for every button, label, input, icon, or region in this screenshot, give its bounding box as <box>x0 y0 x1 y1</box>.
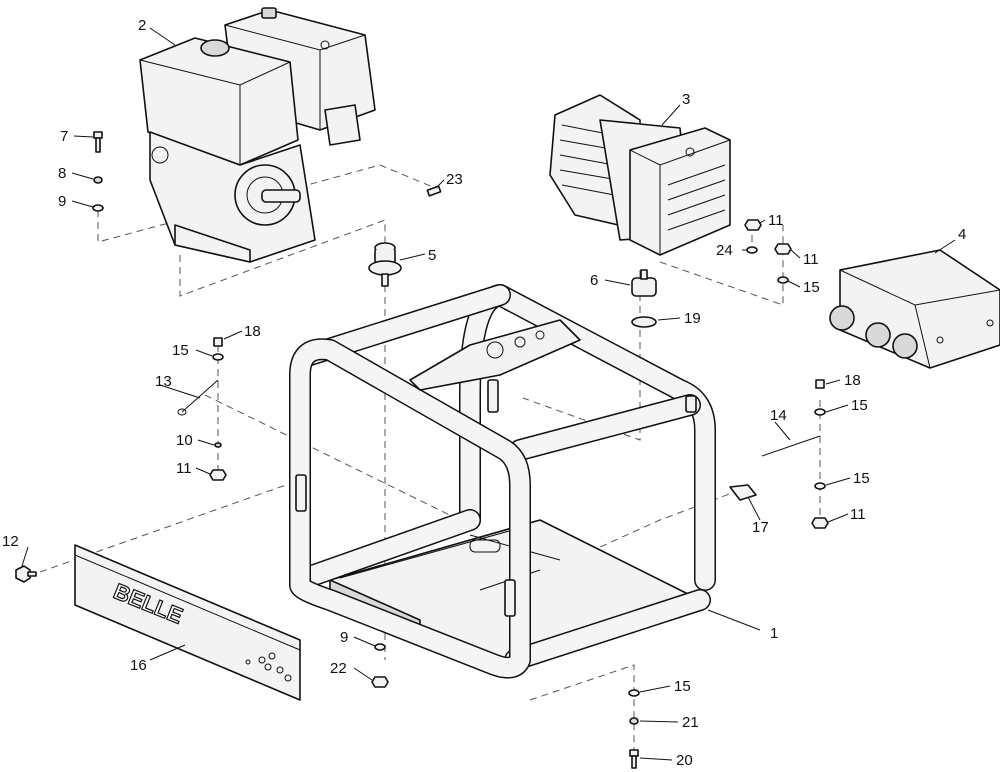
callout-18-right: 18 <box>844 372 861 389</box>
callout-11-left: 11 <box>176 460 192 477</box>
callout-12: 12 <box>2 533 19 550</box>
control-box <box>829 249 1000 369</box>
callout-9-base: 9 <box>340 629 348 646</box>
callout-leaders <box>21 27 956 761</box>
alternator <box>549 94 731 256</box>
front-panel-16: BELLE <box>74 544 301 701</box>
washer-10 <box>214 442 222 448</box>
callout-15-bottom: 15 <box>674 678 691 695</box>
callout-19: 19 <box>684 310 701 327</box>
cable-13 <box>177 379 219 416</box>
bolt-18a <box>213 337 223 347</box>
callout-21: 21 <box>682 714 699 731</box>
nut-11a <box>209 469 227 481</box>
washer-8 <box>93 176 103 184</box>
callout-15-top: 15 <box>803 279 820 296</box>
callout-14: 14 <box>770 407 787 424</box>
callout-17: 17 <box>752 519 769 536</box>
washer-19 <box>631 316 657 328</box>
washer-21 <box>629 717 639 725</box>
washer-15a <box>212 353 224 361</box>
callout-16: 16 <box>130 657 147 674</box>
nut-11d <box>811 517 829 529</box>
washer-24 <box>746 246 758 254</box>
clip-17 <box>729 484 757 501</box>
callout-7: 7 <box>60 128 68 145</box>
callout-11-right: 11 <box>850 506 866 523</box>
bolt-23 <box>426 185 442 197</box>
bolt-12 <box>15 565 37 583</box>
callout-5: 5 <box>428 247 436 264</box>
cable-14 <box>761 435 821 457</box>
callout-15-left: 15 <box>172 342 189 359</box>
callout-23: 23 <box>446 171 463 188</box>
engine <box>139 7 376 263</box>
bolt-7 <box>93 131 103 153</box>
washer-15e <box>628 689 640 697</box>
bolt-20 <box>629 749 639 769</box>
callout-15-mid: 15 <box>851 397 868 414</box>
callout-labels: 1 2 3 4 5 6 7 8 9 9 10 11 11 11 11 12 13… <box>2 17 966 769</box>
washer-9b <box>374 643 386 651</box>
nut-22 <box>371 676 389 688</box>
callout-4: 4 <box>958 226 966 243</box>
callout-2: 2 <box>138 17 146 34</box>
callout-20: 20 <box>676 752 693 769</box>
callout-18-left: 18 <box>244 323 261 340</box>
callout-22: 22 <box>330 660 347 677</box>
callout-10: 10 <box>176 432 193 449</box>
callout-13: 13 <box>155 373 172 390</box>
callout-8: 8 <box>58 165 66 182</box>
washer-9a <box>92 204 104 212</box>
mount-6 <box>631 269 657 297</box>
callout-9-engine: 9 <box>58 193 66 210</box>
tubular-frame <box>289 284 716 679</box>
callout-1: 1 <box>770 625 778 642</box>
callout-24: 24 <box>716 242 733 259</box>
callout-6: 6 <box>590 272 598 289</box>
anti-vibration-mount-5 <box>368 242 402 287</box>
washer-15c <box>814 408 826 416</box>
callout-15-right: 15 <box>853 470 870 487</box>
washer-15b <box>777 276 789 284</box>
callout-11-top: 11 <box>768 212 784 229</box>
callout-11-mid: 11 <box>803 251 819 268</box>
nut-11b <box>744 219 762 231</box>
nut-11c <box>774 243 792 255</box>
callout-3: 3 <box>682 91 690 108</box>
washer-15d <box>814 482 826 490</box>
bolt-18b <box>815 379 825 389</box>
